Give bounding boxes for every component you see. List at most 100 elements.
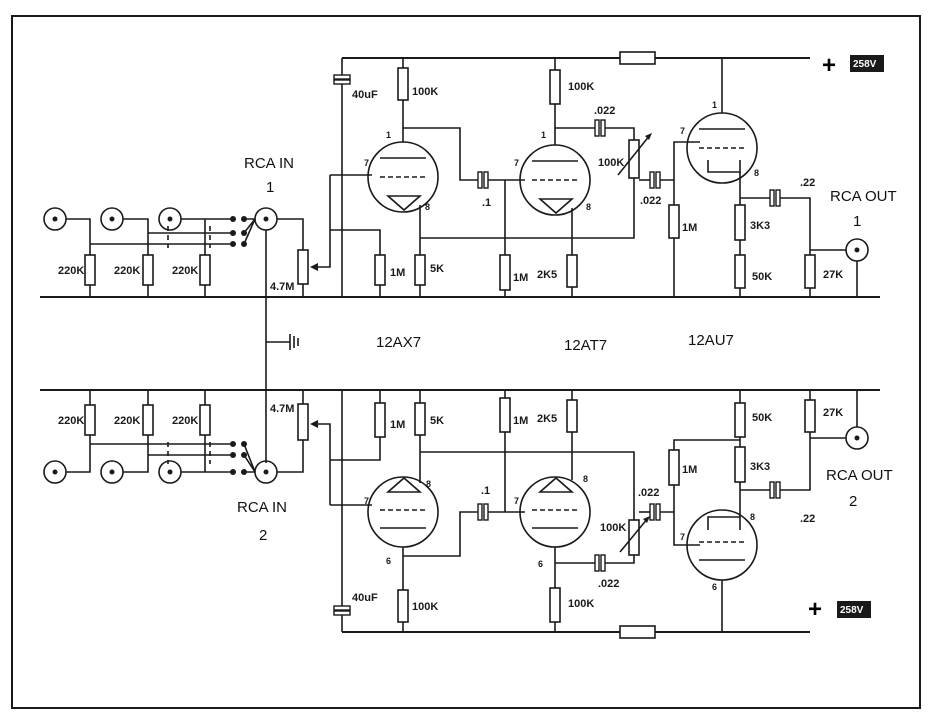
svg-text:50K: 50K — [752, 271, 772, 283]
svg-text:100K: 100K — [568, 598, 594, 610]
rca-in-1-number: 1 — [266, 179, 274, 196]
svg-text:100K: 100K — [600, 522, 626, 534]
svg-text:8: 8 — [583, 474, 588, 484]
pot-100k-2 — [628, 519, 640, 556]
svg-text:8: 8 — [754, 168, 759, 178]
label-4m7-1: 4.7M — [270, 281, 294, 293]
svg-text:.022: .022 — [640, 195, 661, 207]
rca-in-2-label: RCA IN — [237, 499, 287, 516]
svg-text:5K: 5K — [430, 415, 444, 427]
svg-text:+: + — [808, 596, 822, 623]
label-220k-1a: 220K — [58, 265, 84, 277]
resistor-5k-2 — [414, 402, 426, 436]
resistor-100k-plate-1 — [397, 67, 409, 101]
resistor-27k-1 — [804, 254, 816, 289]
rca-in-1-label: RCA IN — [244, 155, 294, 172]
svg-text:7: 7 — [364, 158, 369, 168]
tube-12at7-1 — [519, 144, 591, 216]
svg-text:258V: 258V — [853, 59, 877, 70]
svg-text:1M: 1M — [513, 415, 528, 427]
svg-text:1: 1 — [712, 100, 717, 110]
frame — [11, 15, 921, 709]
svg-text:27K: 27K — [823, 407, 843, 419]
switch-common-1 — [243, 218, 256, 245]
svg-text:.22: .22 — [800, 513, 815, 525]
svg-text:220K: 220K — [58, 415, 84, 427]
resistor-5k-1 — [414, 254, 426, 286]
cap-022-2a — [594, 554, 600, 572]
resistor-3k3-1 — [734, 204, 746, 241]
tube-label-12au7: 12AU7 — [688, 332, 734, 349]
svg-text:+: + — [822, 52, 836, 79]
svg-text:2K5: 2K5 — [537, 413, 557, 425]
tube-12au7-1 — [686, 112, 758, 184]
resistor-12k-1 — [619, 51, 656, 65]
resistor-220k-1a — [84, 254, 96, 286]
resistor-1m-grid-6 — [668, 449, 680, 486]
pot-4m7-1 — [297, 249, 309, 285]
voltage-badge-2 — [837, 601, 871, 618]
svg-text:8: 8 — [750, 512, 755, 522]
ground-link — [265, 230, 290, 463]
resistor-2k5-2 — [566, 399, 578, 433]
resistor-50k-2 — [734, 402, 746, 438]
channel-2: 220K 220K 220K 4.7M 40uF 7 8 6 100K 5K — [40, 389, 880, 639]
ground-icon — [289, 334, 299, 350]
pot-4m7-2 — [297, 403, 309, 441]
svg-text:1M: 1M — [390, 419, 405, 431]
resistor-1m-grid-1 — [374, 254, 386, 286]
resistor-50k-1 — [734, 254, 746, 289]
svg-text:1M: 1M — [682, 464, 697, 476]
svg-text:258V: 258V — [840, 605, 864, 616]
svg-text:1: 1 — [386, 130, 391, 140]
resistor-12k-2 — [619, 625, 656, 639]
svg-text:220K: 220K — [114, 415, 140, 427]
svg-text:1M: 1M — [682, 222, 697, 234]
svg-text:7: 7 — [680, 126, 685, 136]
selector-wiring-2 — [66, 435, 233, 473]
resistor-100k-plate-3 — [397, 589, 409, 623]
svg-text:7: 7 — [514, 158, 519, 168]
voltage-badge-1 — [850, 55, 884, 72]
rca-out-1-number: 1 — [853, 213, 861, 230]
label-40uf-1: 40uF — [352, 89, 378, 101]
rca-in-2-number: 2 — [259, 527, 267, 544]
rca-out-1-label: RCA OUT — [830, 188, 897, 205]
svg-text:220K: 220K — [172, 415, 198, 427]
svg-text:8: 8 — [425, 202, 430, 212]
resistor-1m-grid-2 — [499, 254, 511, 291]
cap-40uf-2 — [333, 605, 351, 611]
selector-wiring-1 — [66, 218, 233, 255]
resistor-1m-grid-3 — [668, 204, 680, 239]
cap-022-1b — [649, 171, 655, 189]
svg-text:100K: 100K — [412, 601, 438, 613]
svg-text:.1: .1 — [482, 197, 491, 209]
svg-text:100K: 100K — [412, 86, 438, 98]
resistor-220k-1c — [199, 254, 211, 286]
svg-text:50K: 50K — [752, 412, 772, 424]
resistor-220k-2b — [142, 404, 154, 436]
resistor-3k3-2 — [734, 446, 746, 483]
tube-12ax7-1 — [367, 141, 439, 213]
tube-label-12at7: 12AT7 — [564, 337, 607, 354]
resistor-100k-plate-4 — [549, 587, 561, 623]
resistor-220k-2a — [84, 404, 96, 436]
svg-text:2K5: 2K5 — [537, 269, 557, 281]
cap-022-out-1 — [769, 189, 775, 207]
rca-out-2-number: 2 — [849, 493, 857, 510]
tube-label-12ax7: 12AX7 — [376, 334, 421, 351]
svg-text:.022: .022 — [638, 487, 659, 499]
input-to-volume-1 — [277, 218, 304, 250]
svg-text:8: 8 — [426, 479, 431, 489]
svg-text:8: 8 — [586, 202, 591, 212]
svg-text:3K3: 3K3 — [750, 220, 770, 232]
svg-text:7: 7 — [364, 496, 369, 506]
channel-1: 220K 220K 220K 4.7M 40uF 1 7 8 100K — [40, 51, 884, 298]
svg-text:.022: .022 — [598, 578, 619, 590]
svg-text:6: 6 — [712, 582, 717, 592]
svg-text:100K: 100K — [568, 81, 594, 93]
cap-0-1-2 — [477, 503, 483, 521]
svg-text:40uF: 40uF — [352, 592, 378, 604]
label-220k-1c: 220K — [172, 265, 198, 277]
